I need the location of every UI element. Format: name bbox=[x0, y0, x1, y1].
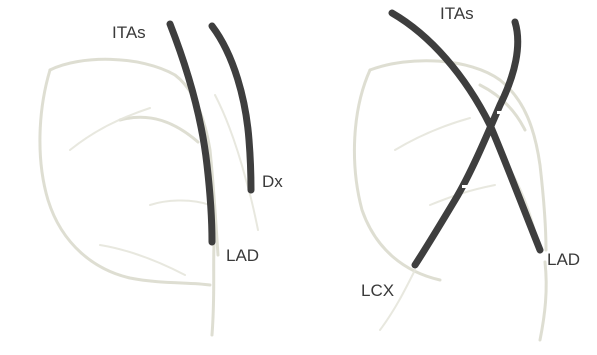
right-heart-outline bbox=[370, 61, 546, 250]
right-vessel-branch-2 bbox=[395, 118, 470, 150]
left-heart-outline-lower bbox=[40, 70, 210, 285]
left-vessel-branch-5 bbox=[100, 245, 185, 275]
right-lad-label: LAD bbox=[547, 250, 580, 269]
right-lcx-label: LCX bbox=[361, 281, 394, 300]
left-vessel-lad-continuation bbox=[212, 245, 214, 335]
right-panel: ITAs LAD LCX bbox=[354, 4, 580, 340]
left-lad-label: LAD bbox=[226, 246, 259, 265]
left-vessel-branch-4 bbox=[150, 200, 210, 205]
right-crossing-gap-1 bbox=[497, 111, 503, 114]
left-vessel-branch-1 bbox=[120, 117, 198, 142]
right-itas-label: ITAs bbox=[440, 4, 474, 23]
left-panel: ITAs Dx LAD bbox=[40, 23, 283, 335]
right-ita-graft-to-lcx bbox=[415, 22, 518, 265]
left-vessel-branch-2 bbox=[70, 108, 150, 150]
left-dx-label: Dx bbox=[262, 172, 283, 191]
left-ita-graft-to-lad bbox=[170, 24, 212, 242]
left-ita-graft-to-dx bbox=[212, 26, 251, 190]
right-vessel-lad-continuation bbox=[540, 262, 546, 340]
left-heart-vessels bbox=[40, 59, 258, 335]
left-itas-label: ITAs bbox=[112, 23, 146, 42]
right-crossing-gap-2 bbox=[462, 185, 468, 188]
right-vessel-lcx-continuation bbox=[380, 270, 415, 330]
